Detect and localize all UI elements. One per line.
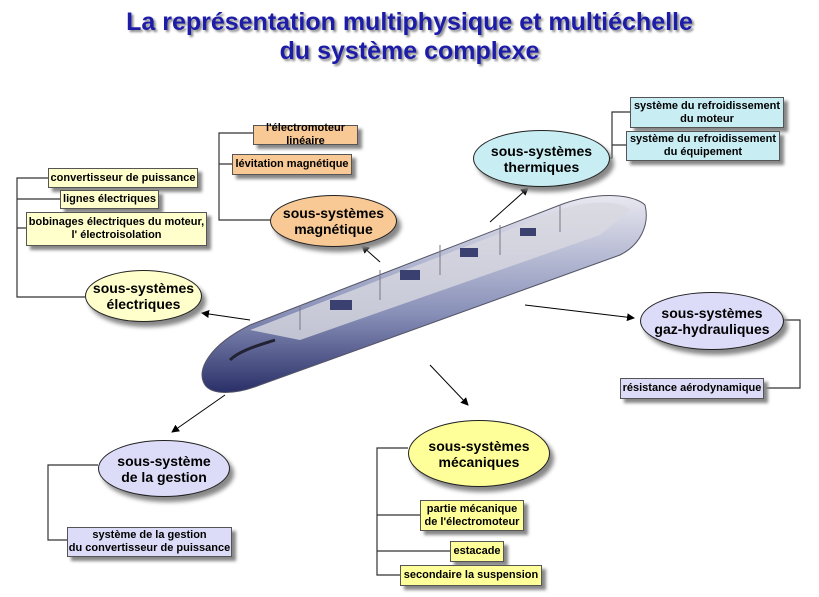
text: système du refroidissement xyxy=(633,99,781,112)
box-power-converter: convertisseur de puissance xyxy=(48,168,198,188)
box-secondary-suspension: secondaire la suspension xyxy=(400,565,542,586)
text: magnétique xyxy=(294,221,373,237)
text: de l'électromoteur xyxy=(424,515,520,528)
text: de la gestion xyxy=(121,468,207,485)
text: partie mécanique xyxy=(426,502,518,515)
text: sous-systèmes xyxy=(428,437,530,454)
maglev-train-illustration xyxy=(201,195,647,393)
text: sous-système xyxy=(117,452,211,469)
text: du moteur xyxy=(680,112,734,125)
text: du convertisseur de puissance xyxy=(68,542,231,554)
text: thermiques xyxy=(503,158,580,175)
text: sous-systèmes xyxy=(92,280,195,296)
text: électriques xyxy=(106,296,181,312)
title-line-2: du système complexe xyxy=(279,37,540,65)
text: du équipement xyxy=(663,146,743,158)
box-electric-lines: lignes électriques xyxy=(60,190,159,209)
text: l' électroisolation xyxy=(71,229,162,241)
text: sous-systèmes xyxy=(282,205,385,221)
box-motor-windings: bobinages électriques du moteur,l' élect… xyxy=(26,212,207,246)
text: système de la gestion xyxy=(92,529,207,541)
title-line-1: La représentation multiphysique et multi… xyxy=(126,8,693,36)
text: gaz-hydrauliques xyxy=(654,321,770,337)
text: mécaniques xyxy=(438,453,520,470)
text: bobinages électriques du moteur, xyxy=(28,216,205,228)
box-magnetic-levitation: lévitation magnétique xyxy=(232,154,352,175)
box-aerodynamic-resistance: résistance aérodynamique xyxy=(620,378,764,399)
box-guideway: estacade xyxy=(450,541,504,562)
text: sous-systèmes xyxy=(661,305,763,321)
text: sous-systèmes xyxy=(490,142,593,159)
text: système du refroidissement xyxy=(629,133,777,145)
bracket-lines xyxy=(16,111,801,576)
arrows xyxy=(171,187,635,433)
box-linear-motor: l'électromoteur linéaire xyxy=(253,122,358,147)
